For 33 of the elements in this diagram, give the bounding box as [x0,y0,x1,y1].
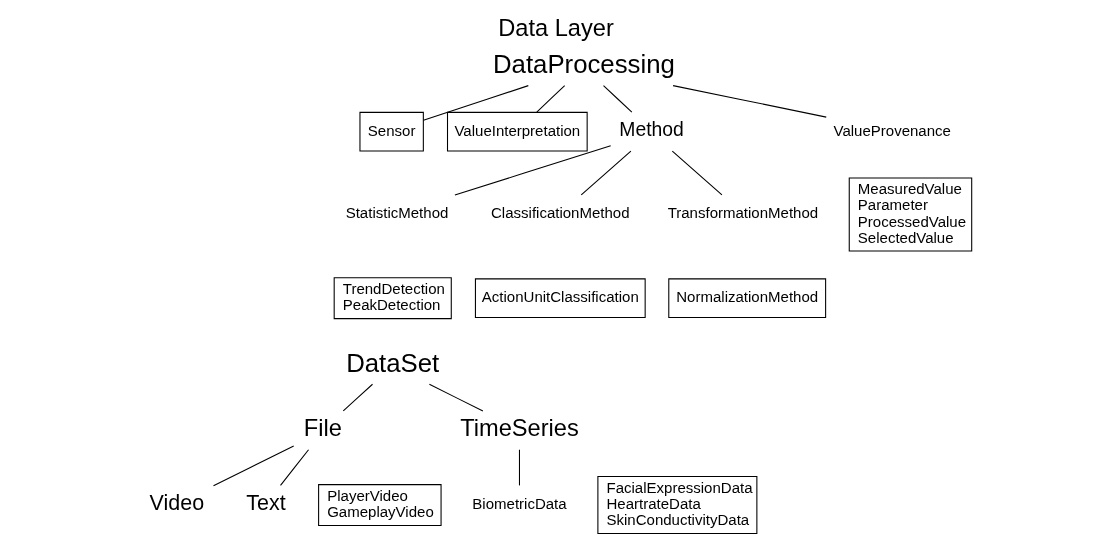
connector [342,383,374,412]
node-box: Sensor [359,111,424,152]
connector [536,85,566,113]
connector [454,145,612,196]
connector [280,449,310,486]
connector [422,85,529,121]
node-box: PlayerVideo GameplayVideo [318,484,442,526]
node-text: StatisticMethod [345,204,449,222]
connector [671,150,723,196]
node-box: FacialExpressionData HeartrateData SkinConductivityData [597,476,758,535]
diagram-title: Data Layer [498,14,614,41]
node-text: Video [149,491,205,516]
node-text: File [303,415,342,442]
connector [518,449,520,486]
node-text: Text [246,491,286,516]
connector [212,445,295,487]
node-text: ValueProvenance [833,121,951,139]
node-text: DataSet [346,348,440,377]
node-box: ValueInterpretation [446,111,588,152]
node-text: TimeSeries [460,415,579,442]
node-text: TransformationMethod [667,204,819,222]
node-text: DataProcessing [492,49,675,78]
node-text: Method [619,119,684,141]
node-box: TrendDetection PeakDetection [333,277,452,320]
node-text: ClassificationMethod [491,204,630,222]
connector [602,85,633,113]
node-text: BiometricData [472,494,567,512]
node-box: NormalizationMethod [668,278,827,319]
node-box: MeasuredValue Parameter ProcessedValue SelectedValue [848,177,973,252]
connector [580,150,632,196]
connector [672,85,827,118]
connector [428,383,484,412]
node-box: ActionUnitClassification [474,278,646,319]
